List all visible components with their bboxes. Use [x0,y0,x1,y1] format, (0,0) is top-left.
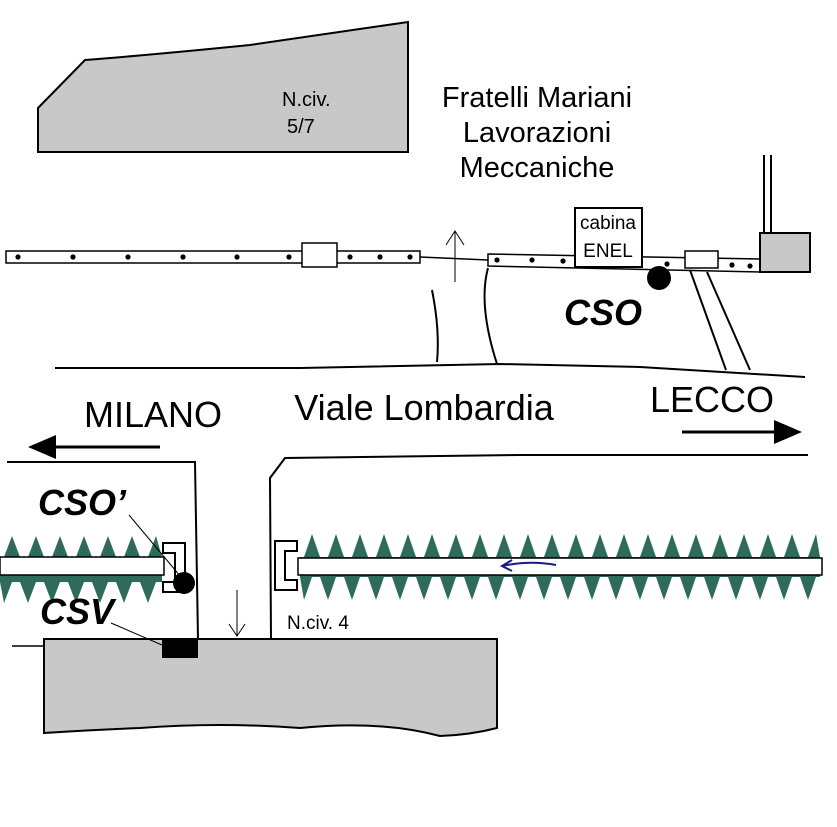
hedge-left [0,536,165,603]
cso-prime-marker [173,572,195,594]
company-name-line2: Lavorazioni [463,117,611,149]
enel-label: ENEL [583,241,633,262]
cso-prime-label: CSO’ [38,482,127,523]
building-top [37,20,409,153]
csv-label: CSV [40,591,117,632]
building-top-number-label: N.civ. [282,89,331,111]
building-right-block [759,232,811,273]
building-bottom [43,638,498,738]
gate-post-right [274,540,298,591]
driveway-lines [431,267,751,371]
cso-marker [647,266,671,290]
fence-gate-box [684,250,719,269]
street-upper-edge [55,362,806,378]
up-arrow [445,230,465,282]
arrow-to-milano [28,435,160,459]
hedge-right [297,534,823,600]
down-arrow [228,590,246,637]
cso-label: CSO [564,292,642,333]
cso-prime-leader [128,514,182,578]
fence-posts [15,254,753,269]
csv-leader [110,622,163,646]
street-name-label: Viale Lombardia [294,387,554,428]
arrow-to-lecco [682,420,802,444]
company-name-line3: Meccaniche [460,152,615,184]
cabina-enel-box [574,207,643,268]
milano-label: MILANO [84,394,222,435]
building-bottom-number: N.civ. 4 [287,613,349,634]
flow-arrow [499,559,557,572]
csv-marker [162,638,198,658]
company-name-line1: Fratelli Mariani [442,82,632,114]
street-lower-edge [7,454,808,641]
lecco-label: LECCO [650,379,774,420]
chimney [763,155,772,233]
top-fence [5,242,761,273]
building-top-number-value: 5/7 [287,116,315,138]
cabina-label: cabina [580,213,636,234]
